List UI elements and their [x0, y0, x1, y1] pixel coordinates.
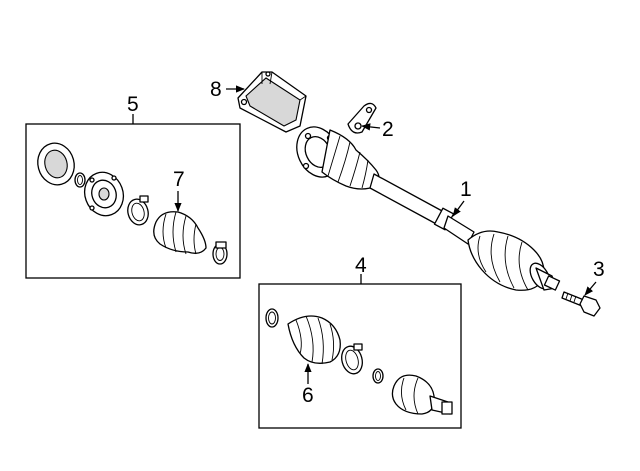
callout-8: 8: [210, 78, 222, 101]
axle-shaft-part: [296, 126, 561, 291]
bracket-part: [347, 102, 377, 134]
kit-5-contents: [37, 142, 228, 265]
callout-1: 1: [460, 178, 472, 201]
heat-shield-part: [237, 71, 307, 133]
callout-4: 4: [355, 254, 367, 277]
callout-7: 7: [173, 168, 185, 191]
kit-4-contents: [265, 308, 453, 415]
callout-2: 2: [382, 118, 394, 141]
callout-6: 6: [302, 384, 314, 407]
kit-box-4: [258, 283, 462, 429]
callout-5: 5: [127, 93, 139, 116]
callout-3: 3: [593, 258, 605, 281]
bolt-part: [561, 291, 601, 317]
